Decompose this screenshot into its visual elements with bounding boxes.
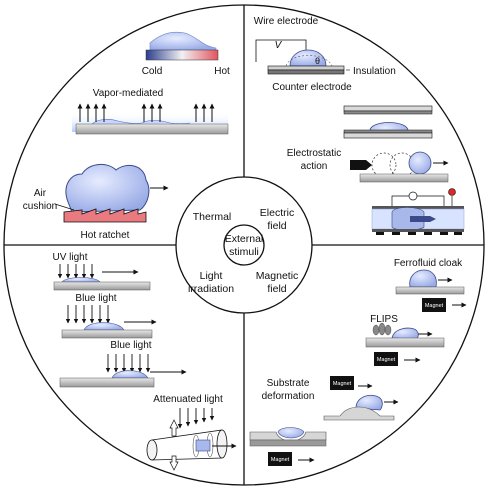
center-title-line1: External — [225, 233, 264, 245]
blue-light-1-label: Blue light — [75, 293, 116, 304]
ferrofluid-cloak-label: Ferrofluid cloak — [394, 258, 463, 269]
thermal-quadrant: Cold Hot Vapor-mediated — [23, 31, 230, 241]
wire-electrode-label: Wire electrode — [254, 16, 319, 27]
center-light-line2: irradiation — [188, 283, 234, 295]
attenuated-light-label: Attenuated light — [153, 394, 223, 405]
magnet-block-1 — [422, 298, 446, 312]
magnetic-quadrant: Ferrofluid cloak Magnet FLIPS Magnet — [249, 258, 467, 466]
counter-electrode-label: Counter electrode — [272, 82, 352, 93]
center-hub: External stimuli Thermal Electric field … — [175, 176, 313, 314]
attenuated-light-illustration: Attenuated light — [146, 394, 237, 471]
magnet-block-3 — [330, 376, 354, 390]
flips-particles — [372, 322, 392, 336]
center-electric-line2: field — [267, 220, 286, 232]
blue-arrows-2 — [105, 354, 151, 373]
blue-light-2-illustration: Blue light — [59, 340, 187, 388]
substrate-deformation-illustration: Substrate deformation Magnet Magnet — [249, 376, 399, 466]
uv-light-illustration: UV light — [52, 252, 151, 291]
air-cushion-label-line2: cushion — [23, 201, 57, 212]
insulation-label: Insulation — [353, 66, 396, 77]
flips-illustration: FLIPS Magnet — [365, 314, 445, 366]
electrode-pads — [376, 232, 462, 235]
blue-arrows-1 — [65, 305, 111, 324]
electrostatic-illustration: Electrostatic action — [287, 148, 449, 183]
center-thermal: Thermal — [193, 211, 232, 223]
ferrofluid-cloak-illustration: Ferrofluid cloak Magnet — [394, 258, 467, 312]
hot-label: Hot — [214, 66, 230, 77]
uv-arrows — [57, 264, 95, 279]
magnet-label-4: Magnet — [271, 457, 290, 463]
substrate-label-line1: Substrate — [267, 378, 310, 389]
wire-electrode-illustration: Wire electrode V θ Insulation Counter el… — [254, 16, 396, 93]
blue-light-1-illustration: Blue light — [61, 293, 157, 339]
flips-label: FLIPS — [370, 314, 398, 325]
electrostatic-label-line2: action — [301, 161, 328, 172]
parallel-plate-illustration — [343, 105, 433, 139]
center-light-line1: Light — [200, 270, 223, 282]
magnet-block-2 — [374, 352, 398, 366]
center-magnetic-line1: Magnetic — [256, 270, 299, 282]
vapor-mediated-label: Vapor-mediated — [93, 88, 163, 99]
electric-quadrant: Wire electrode V θ Insulation Counter el… — [254, 16, 465, 235]
electrode-array-illustration — [371, 188, 465, 235]
uv-light-label: UV light — [52, 252, 87, 263]
hot-ratchet-illustration: Air cushion Hot ratchet — [23, 164, 169, 241]
vapor-arrows — [77, 103, 215, 122]
magnet-block-4 — [268, 452, 292, 466]
voltage-label: V — [275, 40, 283, 51]
magnet-label-2: Magnet — [377, 357, 396, 363]
theta-label: θ — [315, 56, 320, 66]
center-title-line2: stimuli — [229, 246, 259, 258]
center-electric-line1: Electric — [260, 207, 294, 219]
attenuated-arrows — [177, 408, 215, 429]
substrate-label-line2: deformation — [262, 391, 315, 402]
magnet-label-3: Magnet — [333, 381, 352, 387]
center-magnetic-line2: field — [267, 283, 286, 295]
blue-light-2-label: Blue light — [110, 340, 151, 351]
light-quadrant: UV light Blue light — [52, 252, 237, 471]
vapor-mediated-illustration: Vapor-mediated — [72, 88, 229, 135]
air-cushion-label-line1: Air — [34, 188, 47, 199]
cold-label: Cold — [142, 66, 163, 77]
magnet-label-1: Magnet — [425, 303, 444, 309]
electrostatic-label-line1: Electrostatic — [287, 148, 341, 159]
hot-ratchet-label: Hot ratchet — [81, 230, 130, 241]
thermal-gradient-illustration: Cold Hot — [142, 31, 230, 77]
